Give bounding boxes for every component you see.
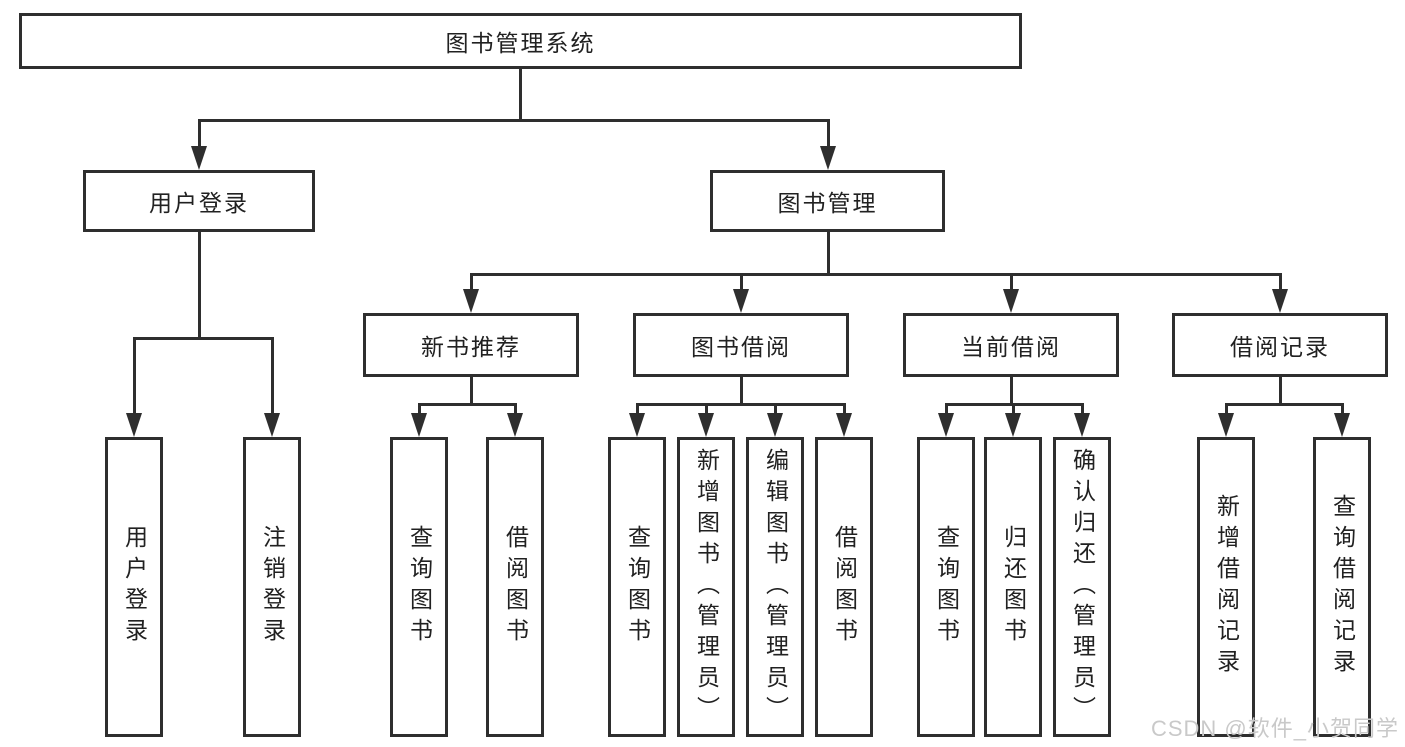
connector-arrow-shaft [774, 403, 777, 419]
leaf-borrow-books-recommend: 借阅图书 [486, 437, 544, 737]
connector-arrow-shaft [418, 403, 421, 419]
connector-arrow-shaft [198, 119, 201, 152]
connector-arrow-shaft [705, 403, 708, 419]
leaf-label: 编辑图书（管理员） [762, 447, 789, 727]
leaf-label: 确认归还（管理员） [1069, 447, 1096, 727]
connector-arrow-shaft [945, 403, 948, 419]
leaf-query-books-recommend: 查询图书 [390, 437, 448, 737]
leaf-label: 查询图书 [933, 525, 960, 649]
connector-arrow-shaft [740, 273, 743, 295]
leaf-label: 借阅图书 [831, 525, 858, 649]
connector-arrow-shaft [470, 273, 473, 295]
leaf-query-books-current: 查询图书 [917, 437, 975, 737]
node-current-borrowing: 当前借阅 [903, 313, 1119, 377]
arrowhead-icon [767, 413, 783, 437]
leaf-add-borrow-record: 新增借阅记录 [1197, 437, 1255, 737]
arrowhead-icon [820, 146, 836, 170]
connector-stem [470, 377, 473, 406]
arrowhead-icon [1272, 289, 1288, 313]
connector-bar [418, 403, 517, 406]
connector-arrow-shaft [271, 337, 274, 419]
arrowhead-icon [733, 289, 749, 313]
connector-arrow-shaft [514, 403, 517, 419]
leaf-label: 查询图书 [406, 525, 433, 649]
connector-arrow-shaft [843, 403, 846, 419]
arrowhead-icon [938, 413, 954, 437]
connector-bar [1225, 403, 1344, 406]
leaf-query-borrow-record: 查询借阅记录 [1313, 437, 1371, 737]
leaf-user-login: 用户登录 [105, 437, 163, 737]
arrowhead-icon [1334, 413, 1350, 437]
arrowhead-icon [1003, 289, 1019, 313]
connector-stem [198, 232, 201, 340]
leaf-confirm-return-admin: 确认归还（管理员） [1053, 437, 1111, 737]
leaf-label: 新增借阅记录 [1213, 494, 1240, 680]
arrowhead-icon [629, 413, 645, 437]
connector-bar [470, 273, 1282, 276]
leaf-label: 用户登录 [121, 525, 148, 649]
connector-stem [1010, 377, 1013, 406]
connector-arrow-shaft [1010, 273, 1013, 295]
arrowhead-icon [1218, 413, 1234, 437]
connector-arrow-shaft [636, 403, 639, 419]
leaf-label: 新增图书（管理员） [693, 447, 720, 727]
connector-stem [519, 69, 522, 122]
node-library-management-system: 图书管理系统 [19, 13, 1022, 69]
leaf-return-books: 归还图书 [984, 437, 1042, 737]
connector-arrow-shaft [1081, 403, 1084, 419]
connector-bar [636, 403, 846, 406]
connector-arrow-shaft [827, 119, 830, 152]
connector-bar [133, 337, 274, 340]
leaf-logout: 注销登录 [243, 437, 301, 737]
leaf-label: 注销登录 [259, 525, 286, 649]
arrowhead-icon [126, 413, 142, 437]
connector-arrow-shaft [1225, 403, 1228, 419]
connector-arrow-shaft [1279, 273, 1282, 295]
node-book-management: 图书管理 [710, 170, 945, 232]
leaf-borrow-books: 借阅图书 [815, 437, 873, 737]
arrowhead-icon [1074, 413, 1090, 437]
arrowhead-icon [264, 413, 280, 437]
leaf-edit-books-admin: 编辑图书（管理员） [746, 437, 804, 737]
node-book-borrowing: 图书借阅 [633, 313, 849, 377]
arrowhead-icon [411, 413, 427, 437]
connector-stem [740, 377, 743, 406]
node-borrowing-records: 借阅记录 [1172, 313, 1388, 377]
arrowhead-icon [191, 146, 207, 170]
arrowhead-icon [698, 413, 714, 437]
node-user-login: 用户登录 [83, 170, 315, 232]
arrowhead-icon [463, 289, 479, 313]
arrowhead-icon [836, 413, 852, 437]
node-new-book-recommendation: 新书推荐 [363, 313, 579, 377]
connector-bar [198, 119, 830, 122]
connector-stem [1279, 377, 1282, 406]
leaf-label: 归还图书 [1000, 525, 1027, 649]
connector-arrow-shaft [1012, 403, 1015, 419]
connector-stem [827, 232, 830, 276]
arrowhead-icon [507, 413, 523, 437]
connector-arrow-shaft [133, 337, 136, 419]
leaf-label: 查询借阅记录 [1329, 494, 1356, 680]
leaf-label: 借阅图书 [502, 525, 529, 649]
leaf-query-books-borrow: 查询图书 [608, 437, 666, 737]
connector-arrow-shaft [1341, 403, 1344, 419]
leaf-add-books-admin: 新增图书（管理员） [677, 437, 735, 737]
arrowhead-icon [1005, 413, 1021, 437]
leaf-label: 查询图书 [624, 525, 651, 649]
